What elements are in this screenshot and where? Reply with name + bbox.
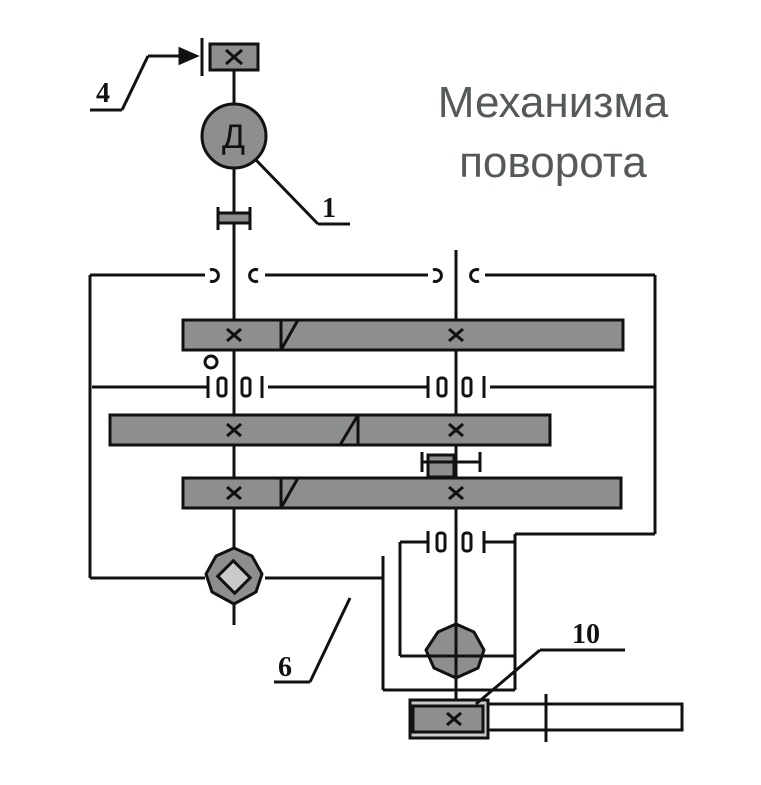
gear-pair-1 — [181, 318, 625, 352]
gear1-cross-r-b — [448, 327, 464, 343]
label-6: 6 — [278, 652, 292, 683]
bearing-mid-1b — [216, 376, 228, 398]
left-wheel-symbol — [204, 546, 264, 606]
gear-pair-2 — [108, 413, 552, 447]
output-pinion — [411, 704, 485, 734]
label-4: 4 — [96, 78, 110, 109]
bearing-top-2 — [248, 268, 259, 283]
gear-pair-3-hatch — [279, 477, 300, 509]
gear-pair-1-hatch — [279, 319, 300, 351]
lower-bearing-b — [435, 531, 447, 553]
leader-1 — [254, 158, 320, 226]
gear1-cross-l-b — [226, 327, 242, 343]
bearing-mid-1c — [240, 376, 252, 398]
bearing-mid-2b — [436, 376, 448, 398]
brake-arrow-head — [178, 46, 200, 66]
gear2-cross-r-b — [448, 422, 464, 438]
leader-6 — [308, 597, 352, 683]
gear-pair-3 — [181, 476, 623, 510]
brake-cross-b — [225, 48, 243, 66]
gear3-cross-l-b — [226, 485, 242, 501]
label-10: 10 — [572, 619, 600, 650]
right-wheel-symbol — [424, 622, 486, 680]
title-line-1: Механизма — [437, 78, 669, 127]
lower-bearing-c — [461, 531, 473, 553]
output-rack — [486, 702, 684, 732]
clutch-block — [426, 453, 456, 479]
small-circle — [203, 354, 219, 370]
gear3-cross-r-b — [448, 485, 464, 501]
bearing-top-1 — [209, 268, 220, 283]
gear2-cross-l-b — [226, 422, 242, 438]
motor-letter: Д — [222, 118, 245, 156]
leader-10 — [475, 648, 541, 706]
gear-pair-2-hatch — [338, 414, 360, 446]
bearing-top-3 — [432, 268, 443, 283]
title-line-2: поворота — [459, 138, 647, 187]
bearing-mid-2c — [461, 376, 473, 398]
coupling — [216, 211, 252, 225]
label-1: 1 — [322, 193, 336, 224]
bearing-top-4 — [469, 268, 480, 283]
pinion-cross-b — [446, 711, 462, 727]
leader-4 — [120, 55, 150, 111]
